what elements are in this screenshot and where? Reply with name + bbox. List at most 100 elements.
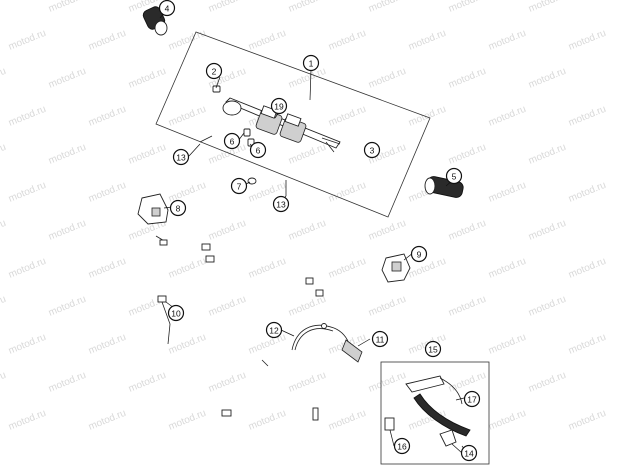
callout-circle: [460, 444, 478, 462]
callout-c10: 10: [167, 304, 185, 322]
watermark-text: motod.ru: [487, 180, 528, 205]
clutch-lever-assembly: [384, 375, 471, 455]
watermark-text: motod.ru: [47, 142, 88, 167]
callout-c7: 7: [230, 177, 248, 195]
watermark-text: motod.ru: [287, 0, 328, 15]
watermark-text: motod.ru: [527, 0, 568, 15]
callout-circle: [363, 141, 381, 159]
callout-c3: 3: [363, 141, 381, 159]
callout-label: 7: [237, 182, 242, 192]
watermark-text: motod.ru: [567, 256, 608, 281]
callout-circle: [172, 148, 190, 166]
callout-circle: [169, 199, 187, 217]
callout-c8: 8: [169, 199, 187, 217]
watermark-text: motod.ru: [0, 218, 8, 243]
callout-c1: 1: [302, 54, 320, 72]
watermark-text: motod.ru: [0, 294, 8, 319]
callout-c6a: 6: [223, 132, 241, 150]
handlebar-tube: [222, 97, 341, 153]
watermark-text: motod.ru: [287, 142, 328, 167]
watermark-text: motod.ru: [527, 218, 568, 243]
callout-circle: [424, 340, 442, 358]
watermark-text: motod.ru: [127, 142, 168, 167]
watermark-text: motod.ru: [367, 370, 408, 395]
watermark-text: motod.ru: [47, 0, 88, 15]
watermark-text: motod.ru: [487, 408, 528, 433]
watermark-text: motod.ru: [527, 142, 568, 167]
watermark-text: motod.ru: [207, 294, 248, 319]
watermark-text: motod.ru: [0, 0, 8, 15]
watermark-text: motod.ru: [527, 370, 568, 395]
watermark-text: motod.ru: [407, 28, 448, 53]
callout-circle: [265, 321, 283, 339]
watermark-text: motod.ru: [367, 294, 408, 319]
screw-part-13: [199, 135, 287, 196]
watermark-text: motod.ru: [367, 66, 408, 91]
handlebar-assembly-frame: [155, 31, 431, 218]
callout-circle: [410, 245, 428, 263]
watermark-text: motod.ru: [287, 218, 328, 243]
callout-c14: 14: [460, 444, 478, 462]
callout-label: 2: [212, 67, 217, 77]
watermark-text: motod.ru: [0, 370, 8, 395]
watermark-text: motod.ru: [527, 66, 568, 91]
watermark-text: motod.ru: [167, 104, 208, 129]
watermark-text: motod.ru: [247, 256, 288, 281]
callout-label: 12: [269, 326, 279, 336]
callout-c5: 5: [445, 167, 463, 185]
watermark-text: motod.ru: [567, 28, 608, 53]
watermark-text: motod.ru: [167, 180, 208, 205]
watermark-text: motod.ru: [0, 142, 8, 167]
watermark-text: motod.ru: [127, 66, 168, 91]
watermark-text: motod.ru: [7, 256, 48, 281]
watermark-text: motod.ru: [327, 256, 368, 281]
watermark-text: motod.ru: [447, 218, 488, 243]
callout-circle: [393, 437, 411, 455]
watermark-text: motod.ru: [487, 332, 528, 357]
watermark-text: motod.ru: [47, 218, 88, 243]
watermark-text: motod.ru: [87, 104, 128, 129]
watermark-text: motod.ru: [7, 408, 48, 433]
watermark-text: motod.ru: [447, 66, 488, 91]
callout-circle: [158, 0, 176, 17]
callout-label: 19: [274, 102, 284, 112]
watermark-text: motod.ru: [87, 408, 128, 433]
callout-circle: [230, 177, 248, 195]
watermark-text: motod.ru: [167, 408, 208, 433]
watermark-text: motod.ru: [367, 218, 408, 243]
watermark-text: motod.ru: [327, 28, 368, 53]
watermark-text: motod.ru: [0, 66, 8, 91]
callout-circle: [371, 330, 389, 348]
callout-label: 17: [467, 395, 477, 405]
watermark-text: motod.ru: [207, 218, 248, 243]
watermark-text: motod.ru: [447, 294, 488, 319]
callout-c6b: 6: [249, 141, 267, 159]
watermark-text: motod.ru: [567, 180, 608, 205]
callout-circle: [463, 390, 481, 408]
watermark-text: motod.ru: [127, 370, 168, 395]
callout-label: 13: [276, 200, 286, 210]
callout-label: 1: [309, 59, 314, 69]
callout-c19: 19: [270, 97, 288, 115]
watermark-text: motod.ru: [567, 104, 608, 129]
watermark-text: motod.ru: [447, 142, 488, 167]
callout-label: 6: [256, 146, 261, 156]
callout-label: 8: [176, 204, 181, 214]
bolt-part-6: [243, 128, 255, 147]
watermark-text: motod.ru: [47, 370, 88, 395]
callout-label: 11: [376, 335, 385, 345]
callout-label: 14: [464, 449, 474, 459]
callout-circle: [270, 97, 288, 115]
callout-c13a: 13: [172, 148, 190, 166]
watermark-text: motod.ru: [247, 28, 288, 53]
watermark-text: motod.ru: [47, 294, 88, 319]
callout-label: 16: [397, 442, 407, 452]
callout-c11: 11: [371, 330, 389, 348]
watermark-text: motod.ru: [567, 408, 608, 433]
callout-c9: 9: [410, 245, 428, 263]
watermark-text: motod.ru: [7, 104, 48, 129]
lever-assembly-frame: [380, 361, 490, 465]
watermark-text: motod.ru: [487, 28, 528, 53]
